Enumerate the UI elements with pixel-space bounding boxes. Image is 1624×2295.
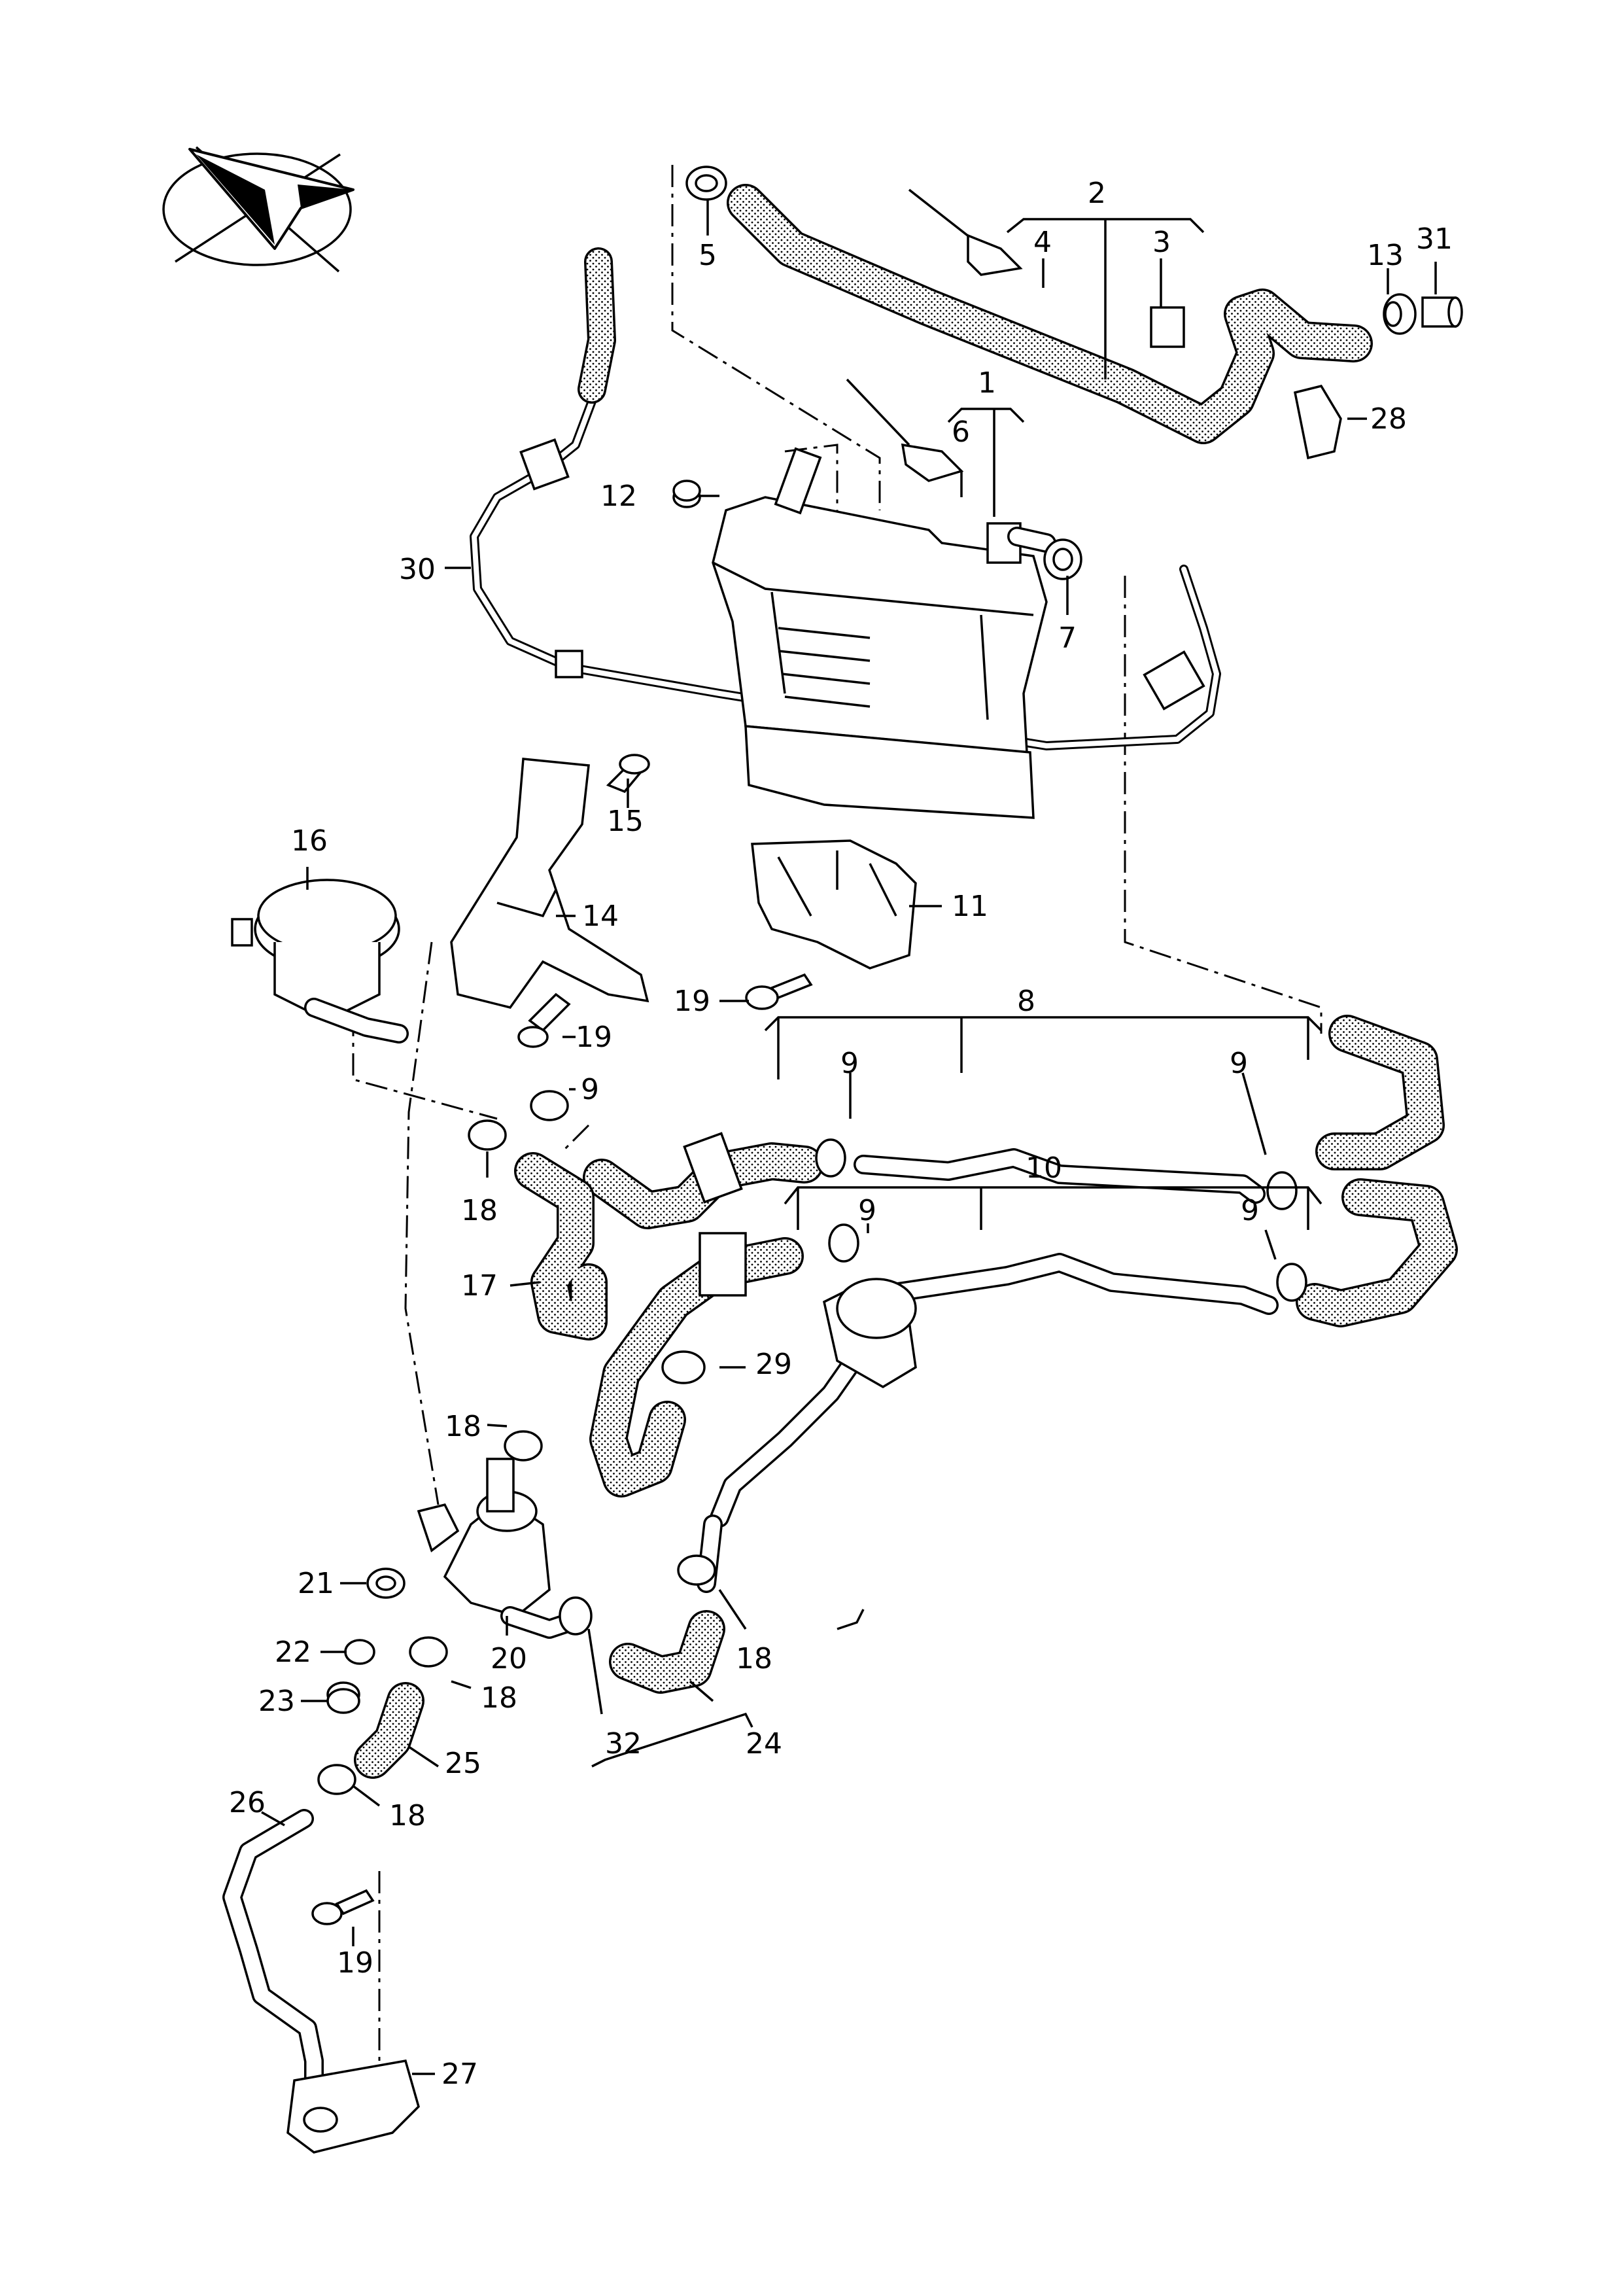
callout-5: 5 [699, 239, 717, 272]
callout-10: 10 [1026, 1151, 1062, 1185]
clamp-28 [1293, 384, 1342, 460]
callout-3: 3 [1152, 226, 1171, 259]
callout-9-c: 9 [1230, 1047, 1248, 1080]
pump-20 [417, 1458, 579, 1639]
nut-23 [326, 1681, 360, 1714]
callout-18-a: 18 [461, 1194, 498, 1227]
hose-32 [559, 1554, 725, 1694]
wire-harness-30 [470, 247, 1221, 750]
callout-19-c: 19 [337, 1946, 373, 1980]
callout-27: 27 [441, 2058, 478, 2091]
grommet-21 [366, 1568, 406, 1599]
hose-2 [727, 184, 1373, 444]
callout-26: 26 [229, 1786, 266, 1819]
canister-bracket [751, 839, 917, 970]
pipe-8 [530, 1015, 1445, 1229]
callout-30: 30 [399, 553, 436, 586]
callout-9-a: 9 [581, 1073, 599, 1106]
callout-11: 11 [952, 890, 988, 923]
callout-22: 22 [275, 1636, 311, 1669]
screw-19-canister [745, 973, 813, 1010]
screw-19-lower [311, 1889, 375, 1925]
clamp-13 [1383, 293, 1417, 335]
hose-25 [317, 1636, 448, 1795]
callout-24: 24 [746, 1727, 782, 1761]
callout-21: 21 [298, 1567, 334, 1600]
charcoal-canister [712, 447, 1056, 819]
callout-23: 23 [258, 1685, 295, 1718]
callout-20: 20 [491, 1642, 527, 1675]
callout-29: 29 [755, 1348, 792, 1381]
screw-19-bracket [517, 992, 571, 1048]
callout-18-d: 18 [481, 1681, 517, 1715]
callout-8: 8 [1017, 985, 1035, 1018]
nut-12 [672, 480, 701, 508]
washer-22 [344, 1639, 375, 1665]
callout-18-b: 18 [445, 1410, 481, 1443]
connector-31 [1421, 296, 1463, 328]
callout-13: 13 [1367, 239, 1404, 272]
callout-leaders [261, 200, 1437, 2075]
callout-2: 2 [1088, 177, 1106, 210]
callout-6: 6 [952, 415, 970, 449]
canister-vents [778, 627, 871, 708]
callout-19-a: 19 [576, 1021, 612, 1054]
callout-28: 28 [1370, 402, 1407, 436]
pipe-10 [589, 1178, 1458, 1498]
callout-9-b: 9 [840, 1047, 859, 1080]
cable-tie-6 [846, 378, 964, 482]
callout-1: 1 [978, 366, 996, 400]
mounting-bracket-14 [450, 758, 649, 1009]
bracket-27 [286, 2059, 420, 2154]
callout-14: 14 [582, 900, 619, 933]
orientation-arrow-icon [162, 146, 354, 273]
damper-29 [661, 1278, 917, 1593]
callout-12: 12 [600, 480, 637, 513]
cable-tie-4 [908, 188, 1023, 276]
callout-19-b: 19 [674, 985, 710, 1018]
callout-9-d: 9 [858, 1194, 876, 1227]
callout-15: 15 [607, 805, 644, 838]
part-callouts: 1 2 3 4 5 6 7 8 9 9 9 9 9 10 11 12 13 14… [229, 177, 1453, 2091]
callout-31: 31 [1416, 222, 1453, 256]
callout-4: 4 [1033, 226, 1052, 259]
clamp-3 [1150, 306, 1185, 348]
callout-18-e: 18 [389, 1799, 426, 1832]
callout-25: 25 [445, 1747, 481, 1780]
hose-17 [468, 1119, 608, 1462]
callout-32: 32 [605, 1727, 642, 1761]
screw-15 [606, 754, 650, 794]
callout-16: 16 [291, 824, 328, 858]
valve-16 [231, 879, 409, 1043]
pipe-26 [222, 1809, 324, 2123]
group-brackets [591, 218, 1322, 1768]
callout-17: 17 [461, 1269, 498, 1303]
callout-9-e: 9 [1241, 1194, 1259, 1227]
clamp-7 [1043, 538, 1082, 580]
callout-18-c: 18 [736, 1642, 772, 1675]
callout-7: 7 [1058, 622, 1077, 655]
clamp-5 [685, 166, 727, 201]
